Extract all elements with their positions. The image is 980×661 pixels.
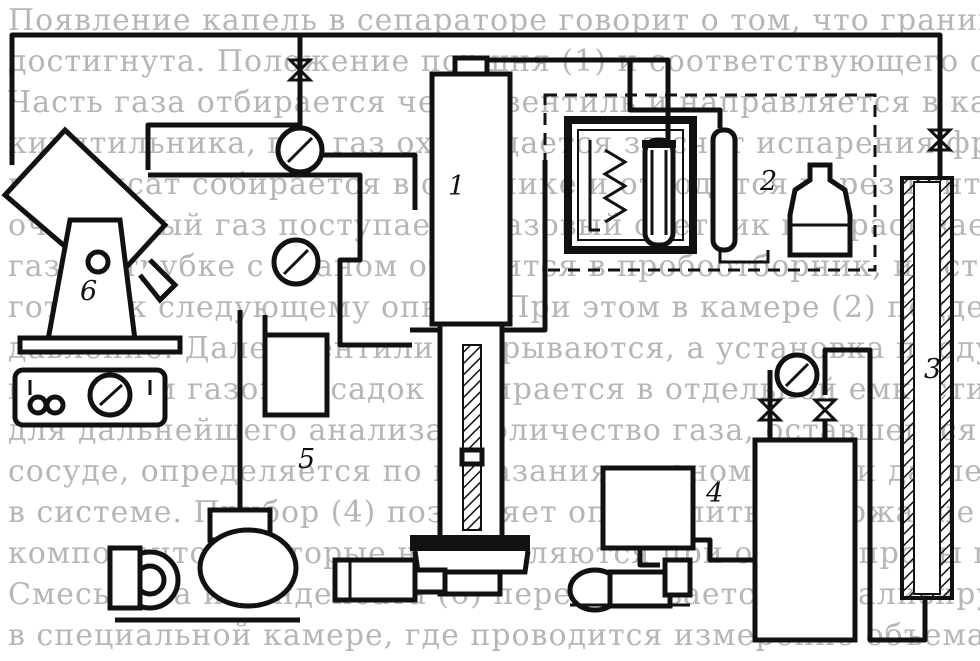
- label-mixer: 6: [80, 276, 97, 307]
- vessel-5: [107, 332, 330, 623]
- label-vessel: 5: [298, 444, 315, 475]
- background-text-line: Появление капель в сепараторе говорит о …: [8, 3, 980, 38]
- pressure-gauge-upper: [275, 125, 325, 175]
- pvt-cell-1: [332, 55, 531, 603]
- gas-meter-4: [567, 437, 858, 643]
- pressure-gauge-vessel: [271, 237, 321, 287]
- pressure-gauge-meter: [774, 352, 820, 398]
- coil-feed-pipe: [630, 57, 671, 140]
- label-column: 3: [924, 354, 941, 385]
- gauge-to-cell-pipe: [322, 152, 418, 210]
- column-3: [900, 176, 954, 600]
- valve-meter-left: [756, 390, 784, 422]
- valve-meter-right: [811, 398, 839, 422]
- mixer-6: [1, 126, 183, 428]
- valve-top-right: [926, 128, 954, 152]
- cell-to-vessel-pipe: [148, 172, 412, 348]
- label-cold-chamber: 2: [759, 166, 777, 197]
- meter-to-tank-pipe: [690, 537, 755, 563]
- top-gas-line: [9, 32, 943, 180]
- valve-top-left: [286, 58, 314, 82]
- column-return-pipe: [822, 347, 928, 643]
- label-pvt-cell: 1: [448, 171, 465, 202]
- cold-chamber-2: [543, 93, 877, 272]
- label-gas-meter: 4: [705, 478, 723, 509]
